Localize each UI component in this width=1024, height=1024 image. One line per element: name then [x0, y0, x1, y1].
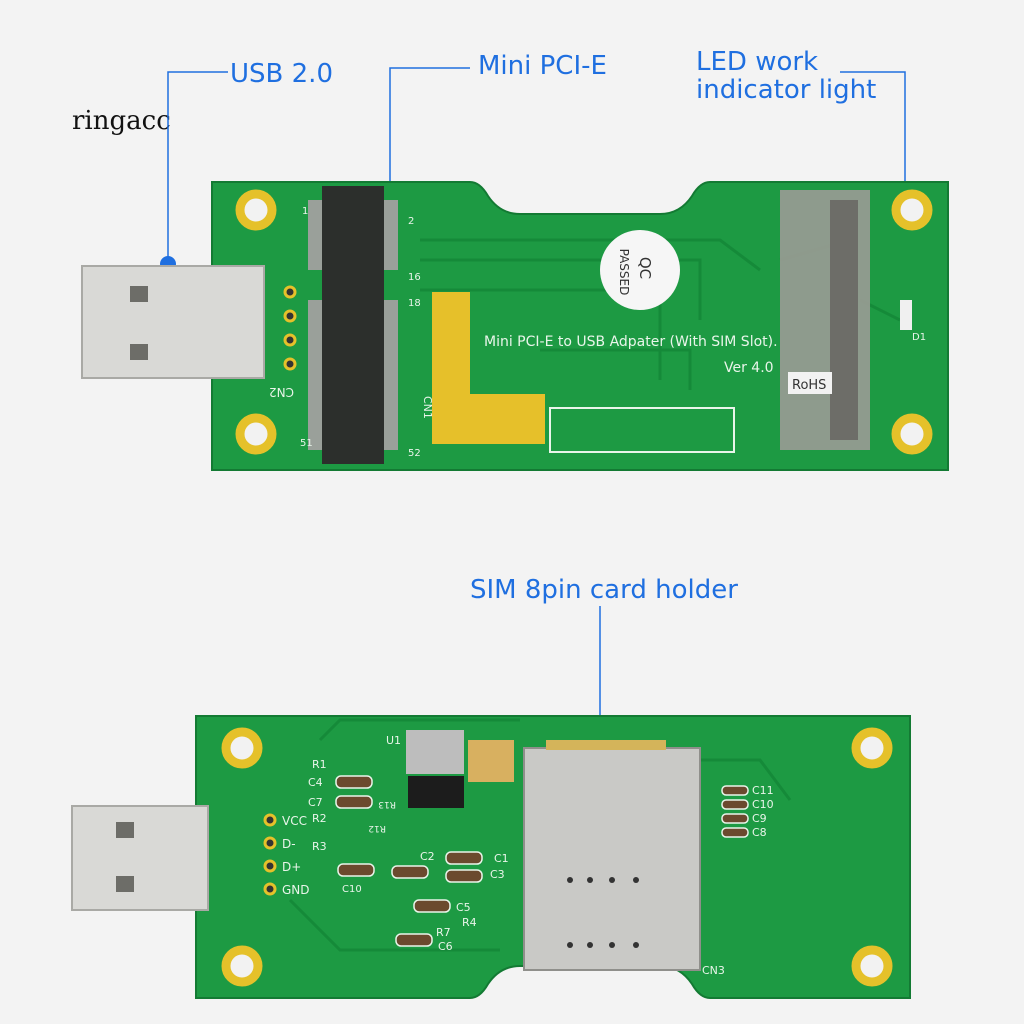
- pin-dminus: D-: [282, 837, 296, 851]
- pin-label: 51: [300, 438, 313, 449]
- top-pcb-board: [81, 181, 949, 471]
- comp-label: C8: [752, 826, 767, 839]
- bottom-pcb-board: [71, 715, 911, 999]
- brand-watermark: ringacc: [72, 106, 171, 136]
- qc-text: QC: [636, 257, 654, 279]
- comp-label: C1: [494, 852, 509, 865]
- pin-label: 1: [302, 206, 308, 217]
- pin-vcc: VCC: [282, 814, 307, 828]
- comp-label: CN3: [702, 964, 725, 977]
- comp-label: C3: [490, 868, 505, 881]
- comp-label: C7: [308, 796, 323, 809]
- callout-led-line1: LED work: [696, 47, 819, 77]
- cn2-label: CN2: [269, 385, 294, 399]
- comp-label: U1: [386, 734, 401, 747]
- rohs-mark: RoHS: [792, 378, 826, 393]
- comp-label: C10: [342, 884, 362, 895]
- comp-label: C4: [308, 776, 323, 789]
- board-version: Ver 4.0: [724, 360, 774, 376]
- comp-label: R7: [436, 926, 451, 939]
- board-title: Mini PCI-E to USB Adpater (With SIM Slot…: [484, 334, 778, 350]
- comp-label: R2: [312, 812, 327, 825]
- d1-label: D1: [912, 332, 926, 343]
- callout-led-line2: indicator light: [696, 75, 877, 105]
- pin-label: 2: [408, 216, 414, 227]
- comp-label: C10: [752, 798, 774, 811]
- comp-label: R3: [312, 840, 327, 853]
- comp-label: C11: [752, 784, 774, 797]
- pin-label: 52: [408, 448, 421, 459]
- cn1-label: CN1: [421, 396, 434, 419]
- qc-passed-text: PASSED: [617, 249, 631, 296]
- usb-plug-bottom: [71, 805, 209, 911]
- pin-label: 18: [408, 298, 421, 309]
- usb-plug-top: [81, 265, 265, 379]
- comp-label: C5: [456, 901, 471, 914]
- comp-label: R12: [368, 823, 386, 833]
- comp-label: C2: [420, 850, 435, 863]
- pin-dplus: D+: [282, 860, 301, 874]
- comp-label: R1: [312, 758, 327, 771]
- pin-gnd: GND: [282, 883, 310, 897]
- comp-label: C6: [438, 940, 453, 953]
- comp-label: R4: [462, 916, 477, 929]
- comp-label: C9: [752, 812, 767, 825]
- comp-label: R13: [378, 799, 396, 809]
- callout-sim: SIM 8pin card holder: [470, 575, 738, 605]
- callout-mini-pcie: Mini PCI-E: [478, 51, 607, 81]
- sim-card-holder: [523, 747, 701, 971]
- mini-pcie-socket: [322, 186, 384, 464]
- callout-usb: USB 2.0: [230, 59, 333, 89]
- pin-label: 16: [408, 272, 421, 283]
